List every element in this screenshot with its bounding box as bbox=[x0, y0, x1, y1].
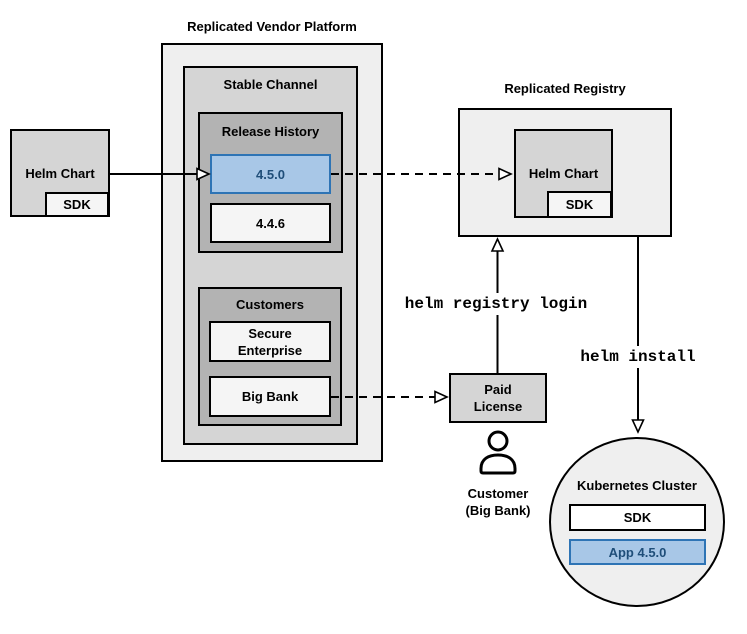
customer-big-bank: Big Bank bbox=[209, 376, 331, 417]
person-head bbox=[487, 430, 509, 452]
source-sdk-label: SDK bbox=[63, 197, 91, 212]
person-body bbox=[479, 453, 517, 475]
source-sdk-box: SDK bbox=[45, 192, 109, 217]
paid-license-box: Paid License bbox=[449, 373, 547, 423]
customer-person-icon bbox=[479, 430, 517, 475]
arrowhead-registry-to-cluster bbox=[631, 419, 645, 434]
customer-secure-enterprise: Secure Enterprise bbox=[209, 321, 331, 362]
release-version-4-4-6: 4.4.6 bbox=[210, 203, 331, 243]
release-version-4-4-6-label: 4.4.6 bbox=[256, 215, 285, 231]
registry-sdk-box: SDK bbox=[547, 191, 612, 218]
customer-caption: Customer (Big Bank) bbox=[465, 486, 531, 518]
kubernetes-sdk-box: SDK bbox=[569, 504, 706, 531]
customer-big-bank-label: Big Bank bbox=[241, 389, 299, 404]
kubernetes-app-box: App 4.5.0 bbox=[569, 539, 706, 565]
cmd-helm-install: helm install bbox=[572, 346, 704, 368]
release-version-4-5-0: 4.5.0 bbox=[210, 154, 331, 194]
registry-helm-chart-label: Helm Chart bbox=[528, 166, 599, 181]
customer-secure-enterprise-label: Secure Enterprise bbox=[237, 325, 303, 358]
source-helm-chart-label: Helm Chart bbox=[25, 165, 95, 181]
arrowhead-bigbank-to-license bbox=[434, 390, 449, 404]
customers-label: Customers bbox=[236, 297, 304, 312]
stable-channel-label: Stable Channel bbox=[223, 77, 318, 92]
cmd-helm-registry-login: helm registry login bbox=[399, 293, 593, 315]
registry-sdk-label: SDK bbox=[565, 197, 594, 212]
registry-title: Replicated Registry bbox=[504, 81, 626, 96]
kubernetes-sdk-label: SDK bbox=[623, 510, 652, 525]
kubernetes-app-label: App 4.5.0 bbox=[608, 544, 667, 560]
paid-license-label: Paid License bbox=[473, 382, 523, 414]
arrowhead-license-to-registry bbox=[490, 237, 505, 252]
vendor-platform-title: Replicated Vendor Platform bbox=[187, 19, 357, 34]
release-version-4-5-0-label: 4.5.0 bbox=[256, 166, 285, 182]
release-history-label: Release History bbox=[221, 124, 320, 139]
kubernetes-cluster-title: Kubernetes Cluster bbox=[577, 478, 697, 493]
